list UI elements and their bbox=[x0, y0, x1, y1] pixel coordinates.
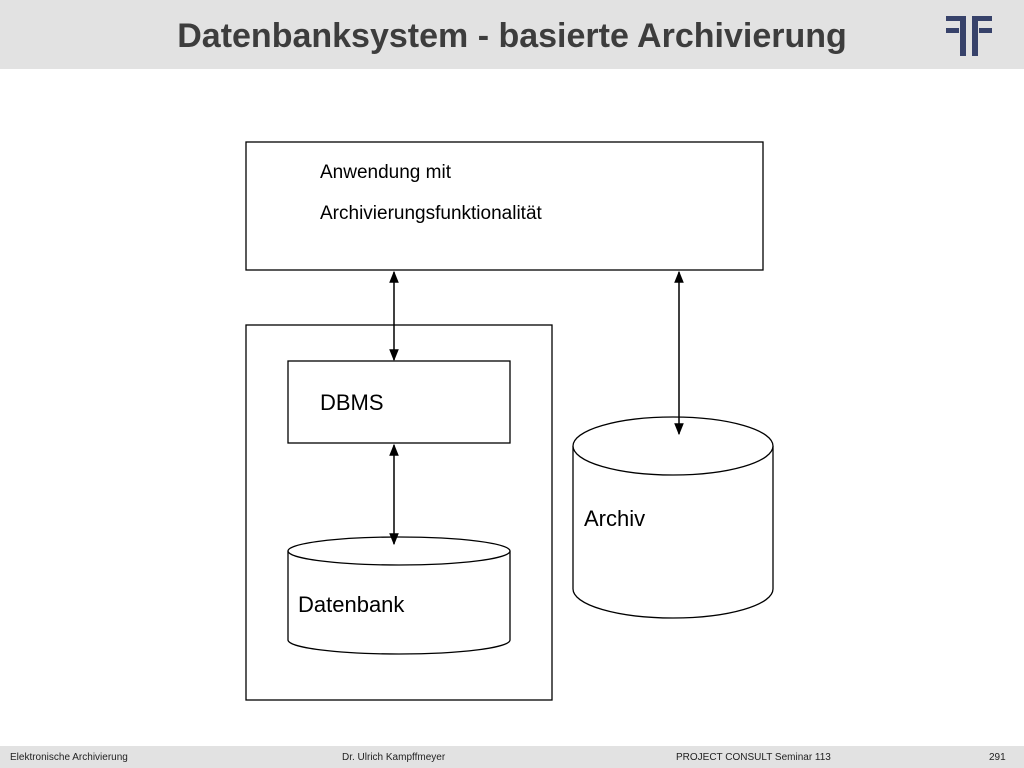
footer-bar bbox=[0, 746, 1024, 768]
header-bar bbox=[0, 0, 1024, 69]
project-consult-logo-icon bbox=[946, 16, 992, 56]
dbms-label: DBMS bbox=[320, 390, 384, 415]
application-box bbox=[245, 141, 764, 271]
footer-author: Dr. Ulrich Kampffmeyer bbox=[342, 752, 446, 763]
footer-seminar: PROJECT CONSULT Seminar 113 bbox=[676, 752, 831, 763]
slide-title: Datenbanksystem - basierte Archivierung bbox=[177, 17, 847, 55]
application-label-line2: Archivierungsfunktionalität bbox=[320, 203, 543, 224]
archive-cylinder bbox=[572, 416, 774, 619]
footer-page-number: 291 bbox=[989, 752, 1006, 763]
footer-course-title: Elektronische Archivierung bbox=[10, 752, 128, 763]
database-cylinder bbox=[287, 536, 511, 655]
archive-label: Archiv bbox=[584, 506, 645, 531]
dbms-box bbox=[287, 360, 511, 444]
database-label: Datenbank bbox=[298, 592, 405, 617]
application-label-line1: Anwendung mit bbox=[320, 162, 452, 183]
